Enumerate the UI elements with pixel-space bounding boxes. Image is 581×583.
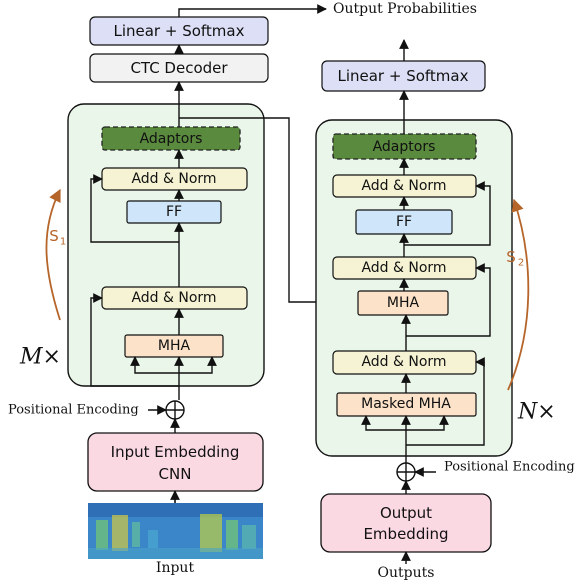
input-embedding-line1: Input Embedding bbox=[111, 443, 240, 461]
encoder-mha-box bbox=[124, 334, 224, 358]
output-embedding-box bbox=[320, 493, 492, 553]
output-embedding-line1: Output bbox=[380, 504, 432, 522]
decoder-adaptors-label: Adaptors bbox=[373, 139, 436, 155]
decoder-ff-label: FF bbox=[396, 214, 412, 230]
dec-residual-2 bbox=[406, 263, 491, 337]
encoder-ff-box bbox=[126, 200, 222, 224]
encoder-repeat-label: M× bbox=[19, 345, 61, 370]
dec-masked-v bbox=[406, 415, 449, 431]
output-probabilities-label: Output Probabilities bbox=[333, 1, 477, 17]
encoder-positional-encoding-label: Positional Encoding bbox=[8, 403, 139, 418]
encoder-schedule-arrow bbox=[45, 188, 61, 321]
encoder-schedule-label: S bbox=[49, 227, 59, 245]
decoder-mha-label: MHA bbox=[387, 295, 420, 311]
encoder-schedule-sub: 1 bbox=[60, 237, 66, 248]
output-arrow bbox=[178, 4, 327, 17]
decoder-schedule-label: S bbox=[506, 248, 516, 266]
outputs-label: Outputs bbox=[378, 565, 435, 581]
spectrogram-image bbox=[88, 498, 263, 559]
decoder-schedule-sub: 2 bbox=[518, 258, 524, 269]
encoder-ff-label: FF bbox=[166, 204, 182, 220]
decoder-addnorm-mid-label: Add & Norm bbox=[361, 260, 446, 276]
decoder-positional-encoding-label: Positional Encoding bbox=[444, 460, 575, 475]
encoder-linear-softmax-label: Linear + Softmax bbox=[113, 22, 244, 40]
encoder-addnorm-top-label: Add & Norm bbox=[131, 171, 216, 187]
decoder-addnorm-top-label: Add & Norm bbox=[361, 178, 446, 194]
decoder-repeat-label: N× bbox=[517, 400, 556, 425]
decoder-linear-softmax-label: Linear + Softmax bbox=[337, 67, 468, 85]
encoder-addnorm-bottom-label: Add & Norm bbox=[131, 290, 216, 306]
input-label: Input bbox=[156, 560, 195, 576]
enc-residual-2 bbox=[90, 174, 179, 243]
decoder-schedule-arrow bbox=[507, 198, 530, 391]
decoder-addnorm-bottom-label: Add & Norm bbox=[361, 354, 446, 370]
output-embedding-line2: Embedding bbox=[363, 525, 448, 543]
ctc-decoder-label: CTC Decoder bbox=[130, 59, 228, 77]
enc-mha-k bbox=[130, 356, 179, 374]
encoder-mha-label: MHA bbox=[158, 338, 191, 354]
encoder-adaptors-label: Adaptors bbox=[140, 131, 203, 147]
enc-mha-v bbox=[179, 356, 217, 374]
decoder-masked-mha-label: Masked MHA bbox=[361, 396, 451, 412]
dec-residual-1 bbox=[406, 357, 485, 446]
input-embedding-line2: CNN bbox=[159, 465, 192, 483]
dec-masked-k bbox=[361, 415, 406, 431]
dec-residual-3 bbox=[404, 181, 491, 246]
enc-residual-1 bbox=[90, 293, 179, 387]
encoder-adaptors-box bbox=[101, 126, 241, 151]
